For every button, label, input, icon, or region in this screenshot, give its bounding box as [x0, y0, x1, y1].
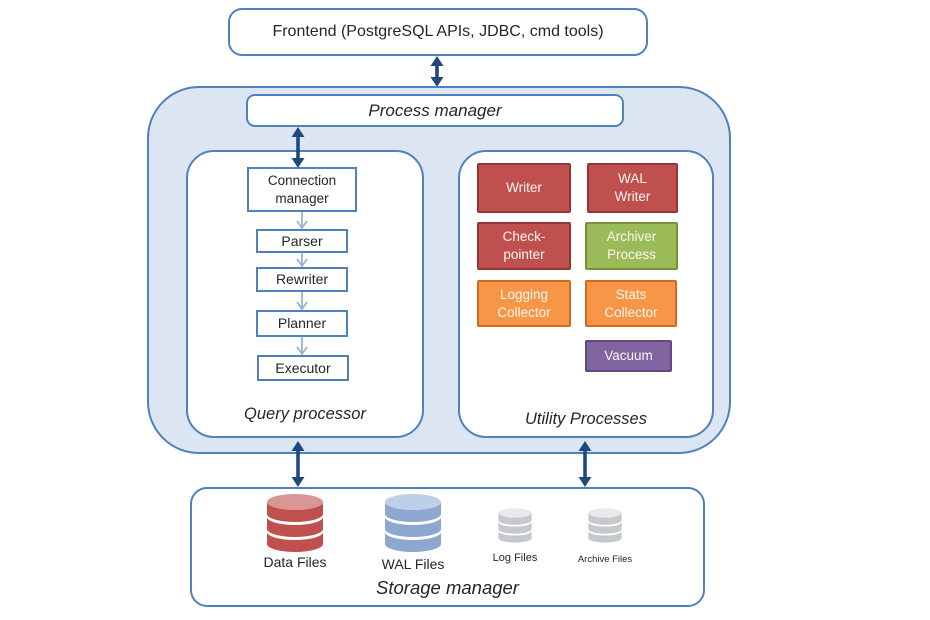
flow-arrow-icon: [296, 212, 308, 229]
data-files-database-icon: [267, 494, 323, 552]
executor-box: Executor: [257, 355, 349, 381]
wal-writer-box: WAL Writer: [587, 163, 678, 213]
data-files-label: Data Files: [263, 554, 326, 570]
utility-storage-arrow-icon: [578, 441, 592, 487]
archive-files-label: Archive Files: [578, 554, 632, 565]
archive-files-database-icon: [588, 508, 622, 543]
frontend-label: Frontend (PostgreSQL APIs, JDBC, cmd too…: [272, 23, 604, 40]
data-files-label-text: Data Files: [263, 554, 327, 570]
vacuum-label: Vacuum: [604, 348, 653, 364]
log-files-label: Log Files: [493, 552, 538, 564]
process-manager-query-arrow-icon: [291, 127, 305, 168]
executor-label: Executor: [275, 359, 331, 376]
wal-files-database-icon: [385, 494, 441, 552]
process-manager-label: Process manager: [368, 100, 502, 120]
flow-arrow-icon: [296, 337, 308, 355]
flow-arrow-icon: [296, 292, 308, 310]
writer-box: Writer: [477, 163, 571, 213]
query-storage-arrow-icon: [291, 441, 305, 487]
query-processor-title: Query processor: [186, 405, 424, 424]
parser-label: Parser: [281, 232, 323, 249]
log-files-database-icon: [498, 508, 532, 543]
rewriter-box: Rewriter: [256, 267, 348, 292]
frontend-bidirectional-arrow-icon: [430, 56, 444, 87]
connection-manager-label: Connection manager: [267, 172, 337, 206]
process-manager-box: Process manager: [246, 94, 624, 127]
logging-collector-box: Logging Collector: [477, 280, 571, 327]
logging-collector-label: Logging Collector: [497, 286, 551, 320]
planner-box: Planner: [256, 310, 348, 337]
checkpointer-label: Check-pointer: [502, 229, 546, 262]
wal-writer-label: WAL Writer: [614, 171, 651, 204]
query-processor-title-text: Query processor: [244, 405, 366, 423]
archiver-process-label: Archiver Process: [606, 229, 657, 262]
stats-collector-box: Stats Collector: [585, 280, 677, 327]
vacuum-box: Vacuum: [585, 340, 672, 372]
archiver-process-box: Archiver Process: [585, 222, 678, 270]
writer-label: Writer: [506, 180, 542, 196]
rewriter-label: Rewriter: [275, 271, 329, 288]
storage-manager-title: Storage manager: [190, 577, 705, 599]
connection-manager-box: Connection manager: [247, 167, 357, 212]
planner-label: Planner: [277, 315, 327, 332]
archive-files-label-text: Archive Files: [577, 554, 633, 565]
parser-box: Parser: [256, 229, 348, 253]
log-files-label-text: Log Files: [492, 552, 538, 564]
checkpointer-box: Check-pointer: [477, 222, 571, 270]
stats-collector-label: Stats Collector: [604, 286, 658, 320]
storage-manager-title-text: Storage manager: [376, 577, 519, 598]
wal-files-label: WAL Files: [382, 556, 445, 572]
flow-arrow-icon: [296, 253, 308, 267]
utility-processes-title-text: Utility Processes: [525, 410, 647, 428]
utility-processes-title: Utility Processes: [458, 410, 714, 429]
frontend-box: Frontend (PostgreSQL APIs, JDBC, cmd too…: [228, 8, 648, 56]
wal-files-label-text: WAL Files: [381, 556, 445, 572]
